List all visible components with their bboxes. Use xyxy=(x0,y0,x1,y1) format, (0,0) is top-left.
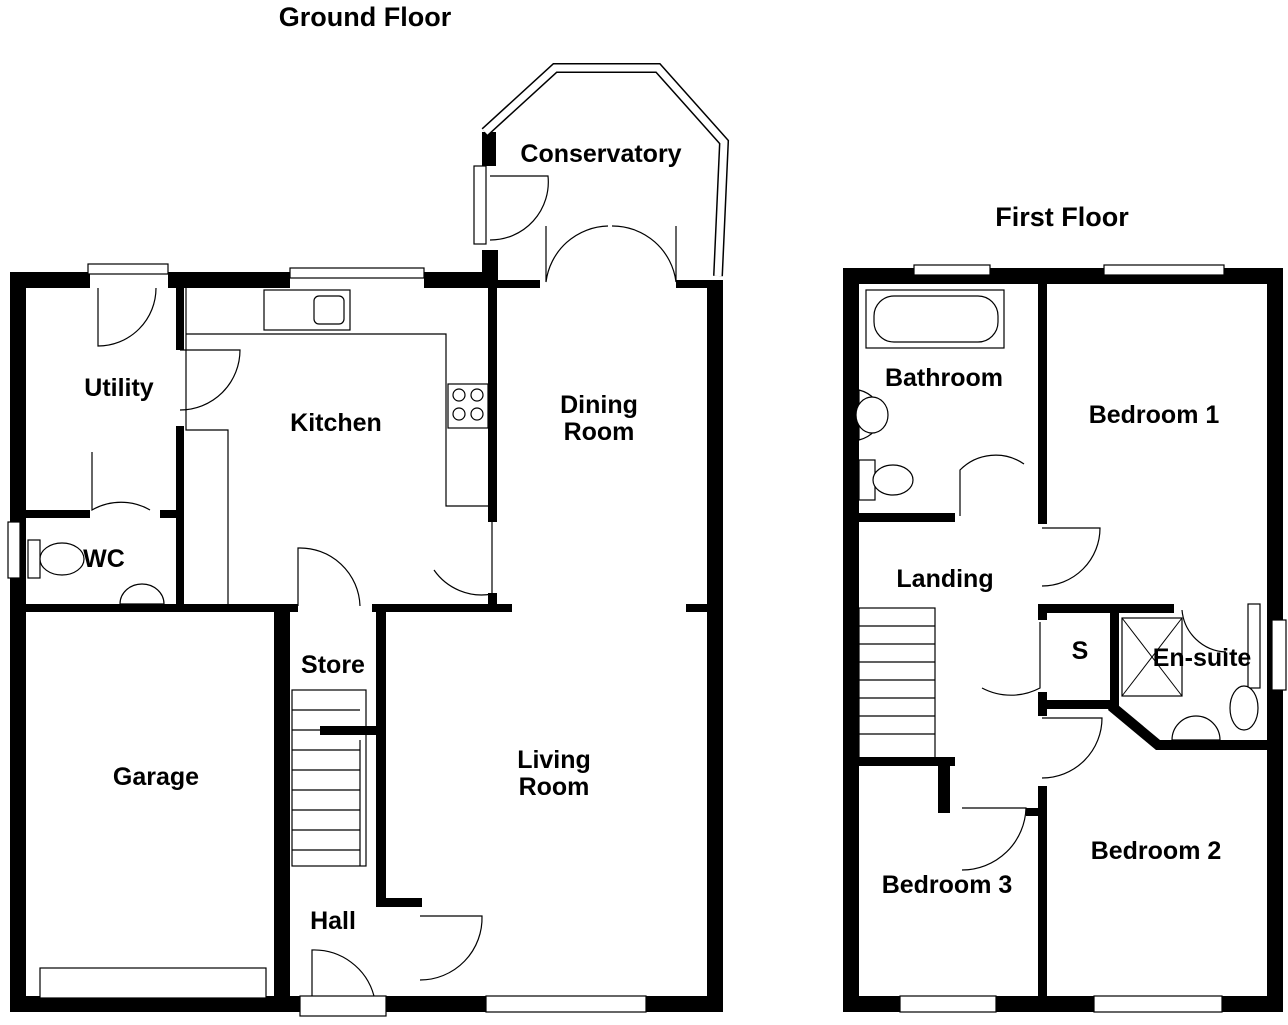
room-label-conservatory: Conservatory xyxy=(520,140,681,168)
door-swing xyxy=(981,622,1041,696)
basin-icon xyxy=(855,389,889,441)
wall xyxy=(168,272,290,288)
wall xyxy=(843,268,859,1012)
window xyxy=(289,267,425,279)
room-label-bedroom-2: Bedroom 2 xyxy=(1091,837,1222,865)
window xyxy=(1271,619,1287,691)
wall xyxy=(10,272,90,288)
wall xyxy=(160,510,180,518)
room-label-dining: Dining xyxy=(560,391,638,419)
door-swing xyxy=(91,452,151,512)
wall xyxy=(1038,604,1174,613)
wall xyxy=(1038,604,1047,620)
wall xyxy=(855,513,955,522)
door-swing xyxy=(297,547,361,607)
door-swing xyxy=(179,349,241,411)
window xyxy=(899,995,997,1013)
wall xyxy=(482,250,498,286)
wall xyxy=(18,510,90,518)
window xyxy=(913,264,991,276)
door-swing xyxy=(1181,609,1227,653)
wall xyxy=(707,284,723,1012)
toilet-icon xyxy=(1229,685,1259,731)
door-swing xyxy=(1041,527,1101,587)
door-swing xyxy=(545,225,609,283)
door-swing xyxy=(959,454,1025,516)
room-label-garage: Garage xyxy=(113,763,199,791)
window xyxy=(485,995,647,1013)
room-label-bedroom-3: Bedroom 3 xyxy=(882,871,1013,899)
window xyxy=(1093,995,1223,1013)
room-label-bedroom-1: Bedroom 1 xyxy=(1089,401,1220,429)
door-swing xyxy=(961,807,1027,871)
basin-icon xyxy=(1171,715,1221,741)
bath-icon xyxy=(865,289,1005,349)
wall xyxy=(855,757,955,766)
door-swing xyxy=(489,175,549,241)
room-label-bathroom: Bathroom xyxy=(885,364,1003,392)
wall xyxy=(1038,786,1047,1002)
wall xyxy=(938,757,950,813)
shower-icon xyxy=(1121,617,1183,697)
wall xyxy=(424,272,490,288)
room-label-kitchen: Kitchen xyxy=(290,409,382,437)
toilet-icon xyxy=(27,539,85,579)
wall xyxy=(488,286,497,522)
wall xyxy=(686,604,714,612)
room-label-store: Store xyxy=(301,651,365,679)
wall xyxy=(274,604,290,1012)
wall xyxy=(1110,604,1119,708)
room-label-living: Living xyxy=(517,746,591,774)
room-label-wc: WC xyxy=(83,545,125,573)
wall xyxy=(376,898,422,907)
hob-icon xyxy=(447,383,489,429)
window xyxy=(1247,603,1261,689)
ground-floor-plan: Conservatory Utility Kitchen Dining Room… xyxy=(7,63,730,1017)
wall xyxy=(1108,700,1275,750)
basin-icon xyxy=(119,583,165,605)
wall xyxy=(376,606,386,906)
stairs-icon xyxy=(291,689,367,867)
first-floor-title: First Floor xyxy=(995,202,1129,232)
room-label-utility: Utility xyxy=(84,374,154,402)
wall xyxy=(490,280,540,288)
wall xyxy=(372,604,512,612)
wall xyxy=(482,132,496,166)
room-label-hall: Hall xyxy=(310,907,356,935)
toilet-icon xyxy=(858,459,914,501)
window xyxy=(1103,264,1225,276)
door-swing xyxy=(611,225,677,283)
room-label-ensuite: En-suite xyxy=(1153,644,1252,672)
room-label-store: S xyxy=(1072,637,1089,665)
sink-bowl xyxy=(313,295,345,325)
door-swing xyxy=(419,915,483,981)
wall xyxy=(18,604,298,612)
wall xyxy=(1038,700,1118,709)
wall xyxy=(1026,808,1040,816)
room-label-dining-2: Room xyxy=(564,418,635,446)
wall xyxy=(176,282,184,350)
ground-floor-title: Ground Floor xyxy=(279,2,452,32)
door-swing xyxy=(1041,717,1103,779)
first-floor-plan: Bathroom Bedroom 1 Landing S En-suite Be… xyxy=(843,264,1287,1013)
front-door-step xyxy=(299,995,387,1017)
window xyxy=(473,165,487,245)
worktop xyxy=(185,288,488,604)
room-label-landing: Landing xyxy=(896,565,993,593)
door-swing xyxy=(433,522,493,596)
stairs-icon xyxy=(858,607,936,759)
wall xyxy=(10,272,26,1012)
room-label-living-2: Room xyxy=(519,773,590,801)
window xyxy=(87,263,169,275)
window xyxy=(7,521,21,579)
wall xyxy=(676,280,723,288)
wall xyxy=(488,593,497,611)
wall xyxy=(10,996,302,1012)
door-swing xyxy=(97,287,157,347)
garage-door xyxy=(39,967,267,999)
wall xyxy=(1038,284,1047,524)
door-swing xyxy=(311,949,375,997)
